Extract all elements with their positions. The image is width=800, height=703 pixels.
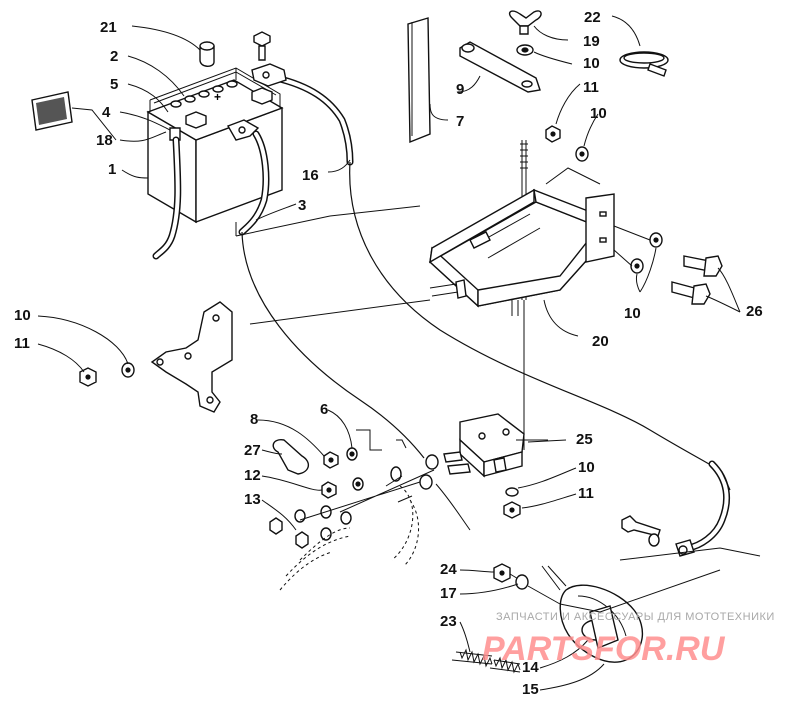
callout-1: 1 (108, 161, 116, 178)
callout-2: 2 (110, 48, 118, 65)
callout-27: 27 (244, 442, 261, 459)
bolt-icon (621, 515, 661, 537)
hold-down-bracket-icon (459, 41, 541, 93)
bolt-icon (671, 255, 723, 305)
watermark-logo: PARTSFOR.RU (482, 630, 726, 668)
callout-16: 16 (302, 167, 319, 184)
callout-10-right: 10 (624, 305, 641, 322)
solenoid-icon (443, 413, 525, 478)
callout-24: 25 (576, 431, 593, 448)
bracket-icon (150, 301, 233, 413)
callout-5: 5 (110, 76, 118, 93)
callout-25: 24 (440, 561, 457, 578)
callout-10-top: 10 (583, 55, 600, 72)
callout-11-left: 11 (14, 335, 30, 352)
callout-23: 21 (100, 19, 117, 36)
watermark-tagline: ЗАПЧАСТИ И АКСЕССУАРЫ ДЛЯ МОТОТЕХНИКИ (496, 611, 775, 623)
callout-8: 8 (250, 411, 258, 428)
battery-icon: + (146, 67, 284, 224)
callout-17: 17 (440, 585, 457, 602)
callout-13: 13 (244, 491, 261, 508)
callout-18: 18 (96, 132, 113, 149)
callout-10-left: 10 (14, 307, 31, 324)
callout-26: 26 (746, 303, 763, 320)
boot-icon (272, 439, 309, 475)
leader-lines (37, 15, 741, 691)
callout-10-top2: 10 (590, 105, 607, 122)
decal-icon (31, 91, 73, 131)
callout-11-top: 11 (583, 79, 599, 96)
callout-15: 15 (522, 681, 539, 698)
svg-text:+: + (214, 90, 221, 104)
callout-14: 14 (522, 659, 539, 676)
spring-icon (451, 648, 521, 674)
callout-labels: 21 2 5 4 18 1 16 3 7 9 22 19 10 11 10 26… (14, 9, 763, 698)
callout-9: 9 (456, 81, 464, 98)
watermark: ЗАПЧАСТИ И АКСЕССУАРЫ ДЛЯ МОТОТЕХНИКИ PA… (482, 611, 775, 668)
strap-icon (407, 17, 431, 144)
callout-11-sol: 11 (578, 485, 594, 502)
callout-10-sol: 10 (578, 459, 595, 476)
washer-icon (505, 487, 519, 497)
callout-3: 3 (298, 197, 306, 214)
callout-20: 20 (592, 333, 609, 350)
battery-box-icon (428, 188, 615, 308)
callout-19: 19 (583, 33, 600, 50)
callout-4: 4 (102, 104, 111, 121)
callout-12: 12 (244, 467, 261, 484)
bolt-icon (253, 31, 271, 61)
callout-6: 6 (320, 401, 328, 418)
callout-22: 22 (584, 9, 601, 26)
clamp-icon (619, 51, 669, 77)
wing-nut-icon (508, 10, 542, 35)
boot-icon (199, 41, 215, 67)
callout-21: 23 (440, 613, 457, 630)
callout-7: 7 (456, 113, 464, 130)
